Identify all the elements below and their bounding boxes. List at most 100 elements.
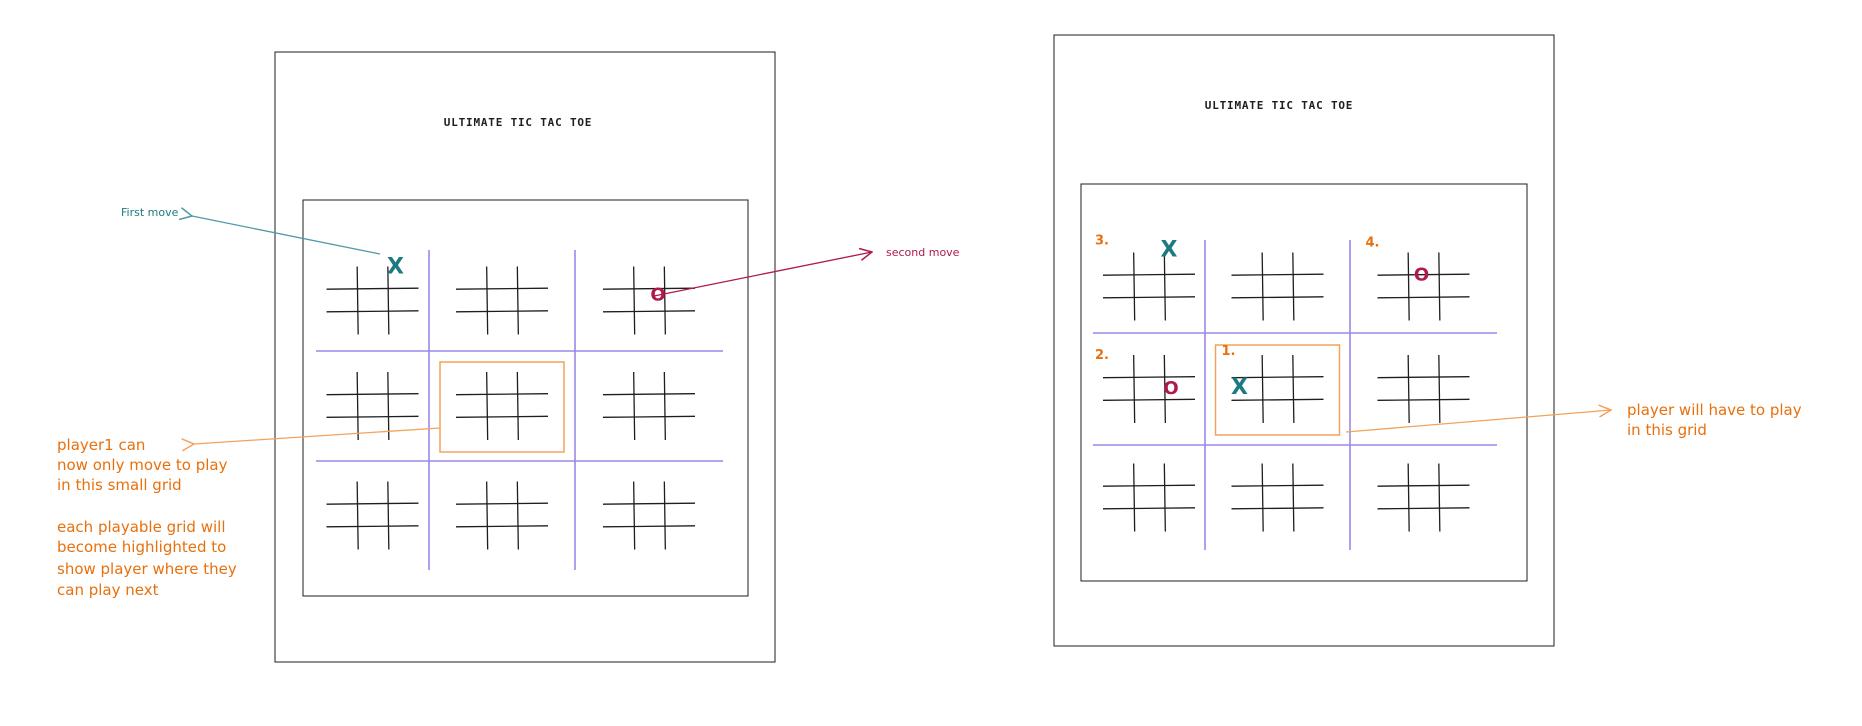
small-grid-line [455, 415, 549, 418]
small-grid-line [1438, 463, 1441, 532]
small-grid-line [602, 502, 696, 505]
small-grid-line [1261, 354, 1264, 424]
highlight-note-line: each playable grid will [57, 518, 226, 536]
small-grid-3[interactable] [1102, 354, 1196, 424]
order-badge: 3. [1095, 234, 1109, 249]
right-note-line: player will have to play [1627, 401, 1802, 419]
player1-note: player1 can now only move to play in thi… [57, 436, 232, 494]
small-grid-line [1231, 376, 1324, 379]
small-grid-line [455, 310, 549, 313]
small-grid-line [1407, 463, 1410, 532]
x-mark: X [1231, 375, 1248, 400]
small-grid-line [633, 371, 636, 441]
small-grid-line [516, 371, 519, 441]
small-grid-line [455, 393, 549, 396]
small-grid-line [1163, 463, 1166, 532]
small-grid-1[interactable] [455, 266, 549, 335]
small-grid-line [602, 287, 696, 290]
small-grid-6[interactable] [326, 481, 419, 550]
small-grid-line [1377, 296, 1470, 299]
x-mark: X [387, 255, 404, 280]
small-grid-line [326, 502, 419, 505]
highlight-note-line: become highlighted to [57, 538, 226, 556]
small-grid-4[interactable] [455, 371, 549, 441]
right-phone-frame [1053, 34, 1555, 647]
small-grid-line [455, 525, 549, 528]
small-grid-line [1231, 273, 1324, 276]
small-grid-line [663, 266, 666, 335]
small-grid-line [1231, 507, 1324, 510]
highlight-note-line: show player where they [57, 560, 237, 578]
small-grid-line [326, 393, 419, 396]
small-grid-line [663, 481, 666, 550]
small-grid-line [1261, 252, 1264, 321]
small-grid-0[interactable] [1102, 252, 1196, 321]
small-grid-line [633, 266, 636, 335]
right-board-frame [1080, 183, 1528, 582]
small-grid-6[interactable] [1102, 463, 1196, 532]
small-grid-0[interactable] [326, 266, 419, 335]
left-title: ULTIMATE TIC TAC TOE [444, 116, 592, 129]
player1-note-arrow [194, 427, 441, 444]
small-grid-line [387, 481, 390, 550]
order-badge: 4. [1366, 236, 1380, 251]
small-grid-4[interactable] [1231, 354, 1324, 424]
order-badge: 2. [1095, 348, 1109, 363]
small-grid-line [1102, 484, 1196, 487]
small-grid-line [1133, 354, 1136, 424]
left-screen: ULTIMATE TIC TAC TOE XO [274, 51, 776, 663]
player1-note-line: player1 can [57, 436, 145, 454]
small-grid-line [387, 371, 390, 441]
small-grid-5[interactable] [602, 371, 696, 441]
small-grid-line [1102, 376, 1196, 379]
small-grid-line [455, 502, 549, 505]
small-grid-8[interactable] [1377, 463, 1470, 532]
small-grid-line [486, 371, 489, 441]
highlight-note: each playable grid will become highlight… [57, 518, 242, 599]
small-grid-line [1377, 484, 1470, 487]
small-grid-line [455, 287, 549, 290]
small-grid-5[interactable] [1377, 354, 1470, 424]
right-title: ULTIMATE TIC TAC TOE [1205, 99, 1353, 112]
small-grid-line [1292, 252, 1295, 321]
small-grid-line [486, 266, 489, 335]
highlighted-small-grid[interactable] [1214, 344, 1341, 436]
small-grid-line [1377, 273, 1470, 276]
small-grid-1[interactable] [1231, 252, 1324, 321]
left-big-board: XO [316, 250, 723, 570]
player1-note-line: now only move to play [57, 456, 228, 474]
small-grid-line [1231, 398, 1324, 401]
small-grid-line [1377, 376, 1470, 379]
small-grid-7[interactable] [455, 481, 549, 550]
player1-note-line: in this small grid [57, 476, 182, 494]
small-grid-line [663, 371, 666, 441]
small-grid-line [1377, 507, 1470, 510]
small-grid-line [1292, 354, 1295, 424]
o-mark: O [1163, 378, 1178, 399]
small-grid-line [326, 310, 419, 313]
small-grid-line [486, 481, 489, 550]
small-grid-line [1231, 296, 1324, 299]
small-grid-3[interactable] [326, 371, 419, 441]
small-grid-line [1292, 463, 1295, 532]
small-grid-line [1102, 398, 1196, 401]
small-grid-line [1438, 252, 1441, 321]
second-move-label: second move [886, 246, 960, 259]
small-grid-2[interactable] [602, 266, 696, 335]
small-grid-line [1231, 484, 1324, 487]
small-grid-2[interactable] [1377, 252, 1470, 321]
small-grid-line [602, 415, 696, 418]
small-grid-line [516, 266, 519, 335]
small-grid-line [1133, 252, 1136, 321]
small-grid-line [1407, 354, 1410, 424]
small-grid-line [516, 481, 519, 550]
small-grid-line [326, 415, 419, 418]
small-grid-7[interactable] [1231, 463, 1324, 532]
highlighted-small-grid[interactable] [439, 361, 565, 453]
small-grid-8[interactable] [602, 481, 696, 550]
small-grid-line [1377, 398, 1470, 401]
small-grid-line [326, 287, 419, 290]
